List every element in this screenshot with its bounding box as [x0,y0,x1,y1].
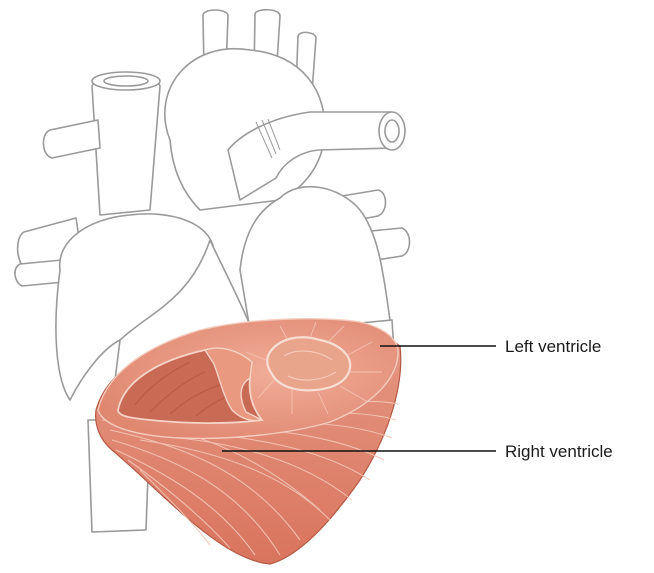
right-ventricle-label: Right ventricle [505,442,613,461]
left-ventricle-label: Left ventricle [505,337,601,356]
pulmonary-artery-opening [379,112,405,150]
vena-cava-opening [92,72,160,90]
pulmonary-branch-upper-left [43,120,100,158]
superior-vena-cava [92,78,160,215]
